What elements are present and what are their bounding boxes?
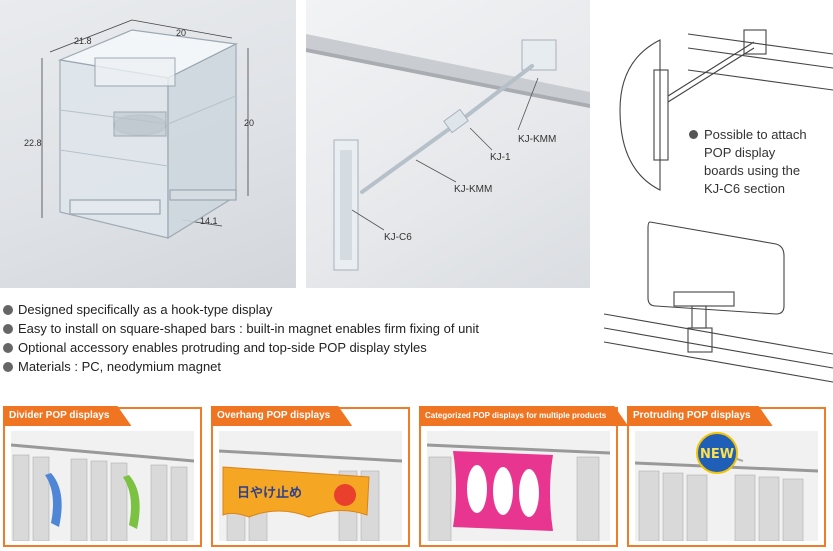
new-badge-text: NEW [700, 447, 734, 462]
card-title: Categorized POP displays for multiple pr… [419, 406, 628, 426]
part-label: KJ-C6 [384, 232, 412, 243]
protruding-scene-illustration: NEW [635, 431, 818, 541]
part-label: KJ-KMM [454, 184, 493, 195]
list-item: Materials : PC, neodymium magnet [3, 357, 479, 376]
feature-text: Optional accessory enables protruding an… [18, 340, 427, 355]
feature-text: Designed specifically as a hook-type dis… [18, 302, 273, 317]
top-board-diagram [604, 214, 833, 384]
overhang-sign-text: 日やけ止め [237, 485, 302, 501]
bullet-dot-icon [3, 343, 13, 353]
note-line: KJ-C6 section [704, 181, 785, 196]
categorized-scene-illustration [427, 431, 610, 541]
board-attach-note: Possible to attach POP display boards us… [689, 126, 829, 198]
overhang-pop-card: Overhang POP displays 日やけ止め [211, 407, 410, 547]
list-item: Easy to install on square-shaped bars : … [3, 319, 479, 338]
part-label: KJ-1 [490, 152, 511, 163]
overhang-scene-illustration: 日やけ止め [219, 431, 402, 541]
dimension-label: 22.8 [24, 138, 42, 148]
top-board-illustration [604, 221, 833, 383]
board-attach-diagram: Possible to attach POP display boards us… [604, 0, 833, 210]
part-label: KJ-KMM [518, 134, 557, 145]
note-line: POP display [704, 145, 776, 160]
list-item: Designed specifically as a hook-type dis… [3, 300, 479, 319]
divider-pop-card: Divider POP displays [3, 407, 202, 547]
arm-assembly-illustration [306, 34, 590, 271]
dimension-label: 14.1 [200, 216, 218, 226]
dimension-label: 21.8 [74, 36, 92, 46]
clip-product-illustration [41, 19, 249, 240]
bullet-dot-icon [3, 324, 13, 334]
note-line: boards using the [704, 163, 801, 178]
bullet-dot-icon [689, 130, 698, 139]
bullet-dot-icon [3, 362, 13, 372]
card-title: Protruding POP displays [627, 406, 773, 426]
product-photo: 21.8 20 22.8 20 14.1 [0, 0, 296, 288]
categorized-pop-card: Categorized POP displays for multiple pr… [419, 407, 618, 547]
bullet-dot-icon [3, 305, 13, 315]
protruding-pop-card: Protruding POP displays NEW [627, 407, 826, 547]
assembly-photo: KJ-KMM KJ-1 KJ-KMM KJ-C6 [306, 0, 590, 288]
list-item: Optional accessory enables protruding an… [3, 338, 479, 357]
board-attach-illustration [619, 29, 833, 191]
card-title: Overhang POP displays [211, 406, 352, 426]
divider-scene-illustration [11, 431, 194, 541]
feature-text: Materials : PC, neodymium magnet [18, 359, 222, 374]
feature-text: Easy to install on square-shaped bars : … [18, 321, 480, 336]
card-title: Divider POP displays [3, 406, 131, 426]
dimension-label: 20 [176, 28, 187, 38]
note-line: Possible to attach [704, 127, 807, 142]
feature-list: Designed specifically as a hook-type dis… [3, 300, 479, 376]
dimension-label: 20 [244, 118, 255, 128]
